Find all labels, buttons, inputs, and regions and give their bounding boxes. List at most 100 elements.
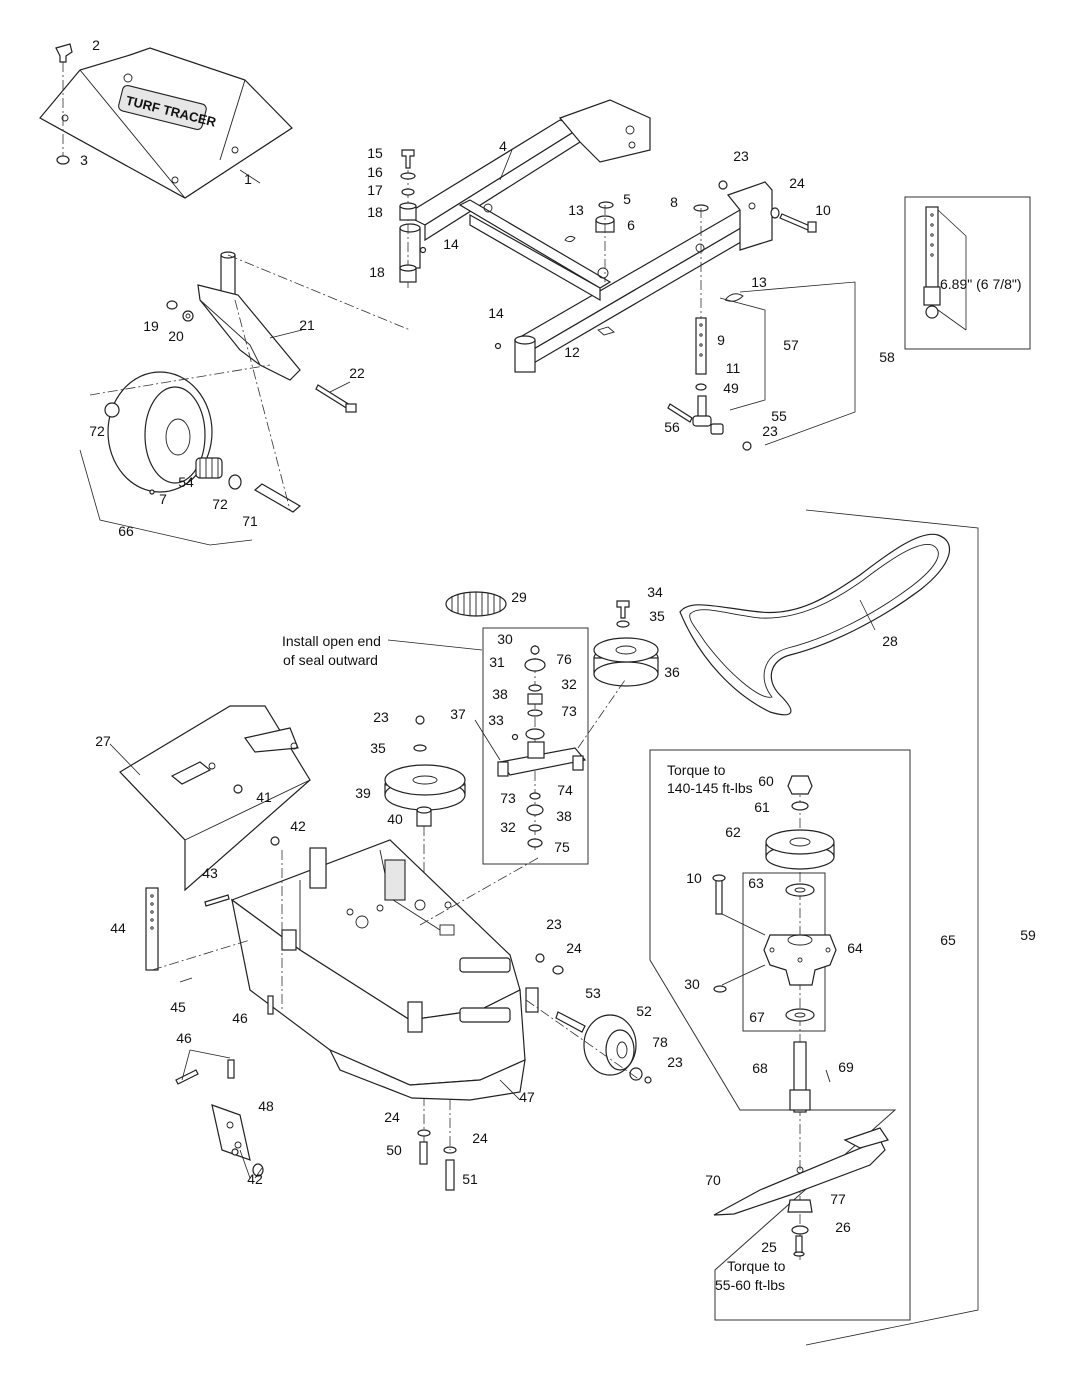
callout-c49: 49: [723, 380, 739, 396]
callout-c30a: 30: [497, 631, 513, 647]
seal-note-line1: Install open end: [282, 633, 381, 649]
callout-c21: 21: [299, 317, 315, 333]
callout-c39: 39: [355, 785, 371, 801]
idler-arm-box: [482, 627, 589, 865]
torque-top-line1: Torque to: [667, 762, 726, 778]
callout-c35b: 35: [370, 740, 386, 756]
callout-c10b: 10: [686, 870, 702, 886]
callout-c28: 28: [882, 633, 898, 649]
frame-right-bolts: [718, 180, 817, 233]
callout-c70: 70: [705, 1172, 721, 1188]
spindle-assembly-box: [649, 749, 911, 1321]
callout-c72a: 72: [89, 423, 105, 439]
height-gauge: [923, 206, 967, 331]
callout-c23a: 23: [733, 148, 749, 164]
callout-c32a: 32: [561, 676, 577, 692]
callout-c7: 7: [159, 491, 167, 507]
callout-c20: 20: [168, 328, 184, 344]
caster-wheel: [89, 299, 302, 513]
callout-c67: 67: [749, 1009, 765, 1025]
callout-c24c: 24: [384, 1109, 400, 1125]
callout-c43: 43: [202, 865, 218, 881]
callout-c77: 77: [830, 1191, 846, 1207]
callout-c35a: 35: [649, 608, 665, 624]
main-frame: [399, 99, 773, 373]
callout-c50: 50: [386, 1142, 402, 1158]
callout-c60: 60: [758, 773, 774, 789]
notes: Install open end of seal outward Torque …: [282, 276, 1022, 1293]
callout-c2: 2: [92, 37, 100, 53]
torque-bottom-line2: 55-60 ft-lbs: [715, 1277, 785, 1293]
callout-c48: 48: [258, 1098, 274, 1114]
callout-c13b: 13: [751, 274, 767, 290]
callout-c12: 12: [564, 344, 580, 360]
callout-c23c: 23: [373, 709, 389, 725]
callout-c23e: 23: [667, 1054, 683, 1070]
callout-c18a: 18: [367, 204, 383, 220]
callout-c23d: 23: [546, 916, 562, 932]
mount-bracket: [175, 1049, 264, 1179]
callout-c14a: 14: [443, 236, 459, 252]
anti-scalp-wheel: [525, 953, 652, 1084]
callout-c57: 57: [783, 337, 799, 353]
callout-c9: 9: [717, 332, 725, 348]
discharge-deflector: [119, 705, 311, 892]
callout-c17: 17: [367, 182, 383, 198]
callout-c37: 37: [450, 706, 466, 722]
callout-c4: 4: [499, 138, 507, 154]
callout-c55: 55: [771, 408, 787, 424]
caster-arm: [166, 251, 411, 413]
callout-c66: 66: [118, 523, 134, 539]
callout-c38a: 38: [492, 686, 508, 702]
callout-c31: 31: [489, 654, 505, 670]
group-lines: [79, 149, 979, 1346]
idler-pulley: [593, 600, 659, 687]
callout-c24b: 24: [566, 940, 582, 956]
callout-c69: 69: [838, 1059, 854, 1075]
seal-spring: [445, 591, 507, 617]
callout-c3: 3: [80, 152, 88, 168]
callout-c73a: 73: [561, 703, 577, 719]
height-gauge-inset: [904, 196, 1031, 350]
left-height-hardware: [145, 836, 280, 1015]
callout-c71: 71: [242, 513, 258, 529]
callout-c34: 34: [647, 584, 663, 600]
callout-c61: 61: [754, 799, 770, 815]
callout-c15: 15: [367, 145, 383, 161]
hood-knob: [55, 43, 73, 160]
callout-c74: 74: [557, 782, 573, 798]
hood-cover: TURF TRACER: [39, 47, 293, 199]
height-adjust-assembly: [667, 293, 752, 451]
callout-c16: 16: [367, 164, 383, 180]
callout-c41: 41: [256, 789, 272, 805]
callout-c32b: 32: [500, 819, 516, 835]
seal-note-line2: of seal outward: [283, 652, 378, 668]
callout-c63: 63: [748, 875, 764, 891]
callout-c51: 51: [462, 1171, 478, 1187]
callout-c68: 68: [752, 1060, 768, 1076]
callout-c29: 29: [511, 589, 527, 605]
callout-c36: 36: [664, 664, 680, 680]
callout-c6: 6: [627, 217, 635, 233]
callout-c42b: 42: [247, 1171, 263, 1187]
spindle-parts: [712, 775, 837, 1260]
callout-c19: 19: [143, 318, 159, 334]
callout-c65: 65: [940, 932, 956, 948]
mower-deck: [230, 839, 539, 1101]
callout-c59: 59: [1020, 927, 1036, 943]
callout-c11: 11: [726, 360, 741, 376]
callout-c1: 1: [244, 171, 252, 187]
callout-c56: 56: [664, 419, 680, 435]
callout-c52: 52: [636, 1003, 652, 1019]
callout-c10a: 10: [815, 202, 831, 218]
callout-c76: 76: [556, 651, 572, 667]
callout-c62: 62: [725, 824, 741, 840]
callout-c27: 27: [95, 733, 111, 749]
callout-c78: 78: [652, 1034, 668, 1050]
callout-c47: 47: [519, 1089, 535, 1105]
pivot-hardware: [399, 149, 502, 350]
callout-c46b: 46: [176, 1030, 192, 1046]
callout-c25: 25: [761, 1239, 777, 1255]
callout-c42a: 42: [290, 818, 306, 834]
